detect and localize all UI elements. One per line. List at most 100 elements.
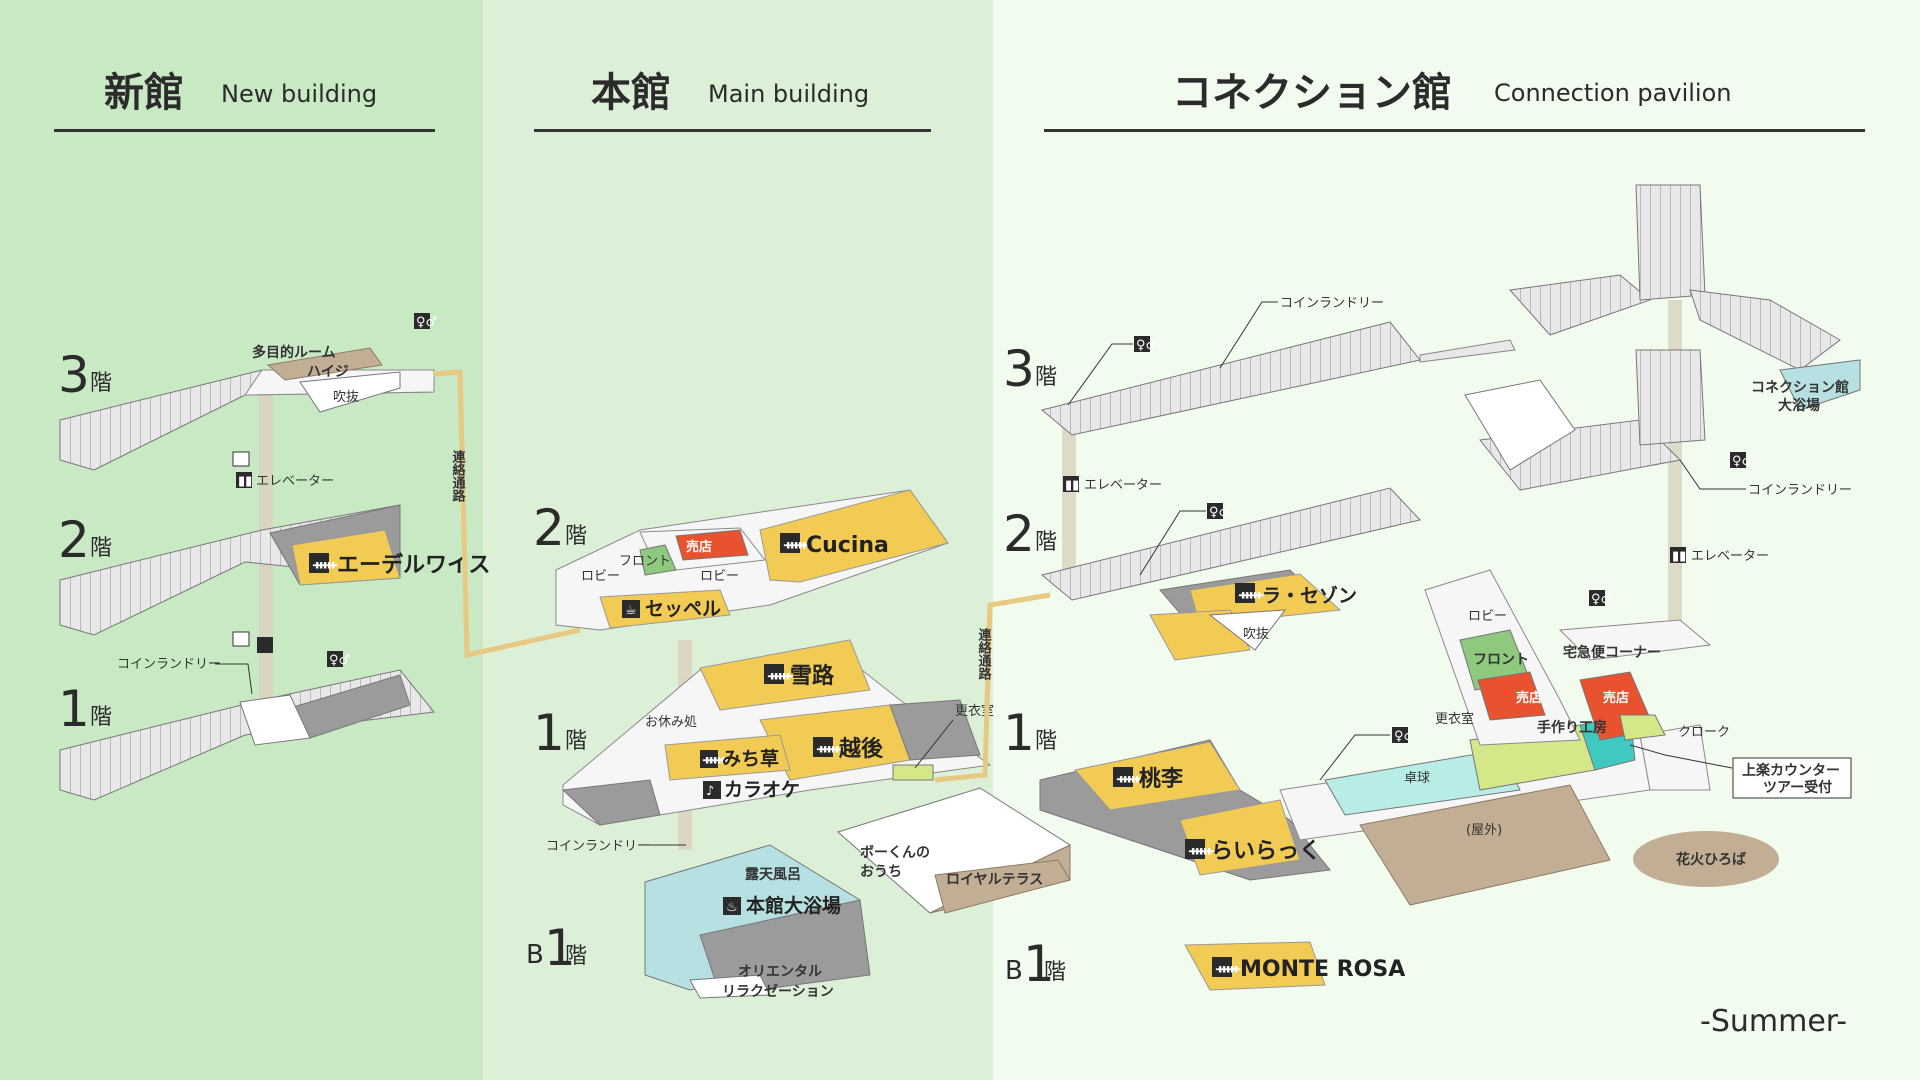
- svg-text:ᚔ: ᚔ: [702, 753, 728, 768]
- label-royal-terrace: ロイヤルテラス: [946, 872, 1043, 888]
- svg-text:ᚔ: ᚔ: [1188, 844, 1214, 859]
- karaoke-icon: ♪: [703, 781, 721, 799]
- conn-floor-3: コインランドリー コネクション館 大浴場 ♀♂: [1040, 184, 1861, 436]
- svg-text:階: 階: [1035, 365, 1057, 390]
- restaurant-michikusa-area: [664, 734, 791, 781]
- svg-text:階: 階: [1044, 960, 1066, 985]
- svg-text:♨: ♨: [726, 900, 738, 915]
- conn-floor-2: ᚔ ラ・セゾン 吹抜 ♀♂ コインランドリー ♀♂: [1040, 349, 1852, 661]
- label-lobby-main-1: ロビー: [581, 569, 620, 584]
- svg-text:階: 階: [1035, 530, 1057, 555]
- main-shop-area: [675, 529, 749, 561]
- label-fukinuke-conn: 吹抜: [1243, 626, 1269, 642]
- stairs-icon: [232, 451, 250, 467]
- label-front-conn: フロント: [1473, 652, 1529, 668]
- corridor-new-main: [432, 369, 581, 659]
- header-new-building: 新館 New building: [54, 70, 435, 132]
- main-floor-2: フロント 売店 ロビー ロビー ᚔ Cucina ☕ セッペル: [555, 489, 949, 631]
- main-floor-2-label: 2 階: [533, 499, 587, 557]
- label-takkyubin: 宅急便コーナー: [1563, 644, 1661, 661]
- elevator-icon: [257, 637, 273, 653]
- restaurant-monte-rosa: MONTE ROSA: [1240, 957, 1405, 982]
- svg-text:ᚔ: ᚔ: [1215, 962, 1241, 977]
- svg-text:♀♂: ♀♂: [1591, 592, 1612, 607]
- svg-text:エレベーター: エレベーター: [1691, 549, 1769, 564]
- label-coin-laundry-conn-2f: コインランドリー: [1748, 483, 1852, 498]
- elevator-icon: [1670, 547, 1686, 563]
- restroom-icon: ♀♂: [327, 651, 350, 668]
- elevator-icon: [236, 472, 252, 488]
- conn-floor-1: ᚔ 桃李 ᚔ らいらっく ロビー フロント 売店 売店 宅急便コーナー 手作り工…: [1039, 569, 1852, 906]
- label-oriental-1: オリエンタル: [738, 964, 822, 980]
- svg-text:2: 2: [533, 499, 565, 557]
- conn-floor-3-label: 3 階: [1003, 340, 1057, 398]
- svg-text:♪: ♪: [706, 784, 714, 799]
- label-coin-laundry-main: コインランドリー: [546, 839, 650, 854]
- restaurant-yukiji: 雪路: [790, 663, 835, 689]
- label-conn-bath-2: 大浴場: [1778, 397, 1820, 414]
- header-conn-jp: コネクション館: [1172, 70, 1452, 116]
- conn-floor-1-label: 1 階: [1003, 704, 1057, 762]
- cafe-icon: ☕: [622, 600, 640, 618]
- restaurant-icon: ᚔ: [309, 553, 338, 573]
- restaurant-yukiji-area: [699, 639, 871, 711]
- svg-text:エレベーター: エレベーター: [256, 474, 334, 489]
- stairs-icon: [232, 631, 250, 647]
- svg-text:ᚔ: ᚔ: [1116, 772, 1142, 787]
- label-outdoors: (屋外): [1466, 823, 1502, 838]
- restaurant-monte-rosa-area: [1184, 941, 1326, 991]
- svg-text:B: B: [526, 940, 544, 970]
- royal-terrace-area: [934, 859, 1071, 914]
- svg-text:▮▮: ▮▮: [238, 474, 252, 489]
- header-connection-pavilion: コネクション館 Connection pavilion: [1044, 70, 1865, 132]
- conn-left-elevator-label: ▮▮ エレベーター: [1063, 476, 1162, 493]
- svg-text:階: 階: [90, 536, 112, 561]
- new-floor-1-label: 1 階: [58, 680, 112, 738]
- main-locker-area: [892, 764, 934, 781]
- svg-text:1: 1: [544, 919, 576, 977]
- restroom-icon: ♀♂: [414, 313, 437, 330]
- new-floor-1: コインランドリー ♀♂: [59, 651, 435, 801]
- restaurant-touri-area: [1074, 741, 1241, 811]
- svg-text:2: 2: [1003, 505, 1035, 563]
- restaurant-icon: ᚔ: [1235, 583, 1264, 603]
- restroom-icon: ♀♂: [1730, 452, 1753, 469]
- new-floor-3-label: 3 階: [58, 346, 112, 404]
- svg-text:階: 階: [1035, 729, 1057, 754]
- restaurant-touri: 桃李: [1139, 767, 1184, 792]
- svg-text:▮▮: ▮▮: [1672, 549, 1686, 564]
- svg-text:1: 1: [1023, 935, 1055, 993]
- label-oriental-2: リラクゼーション: [722, 983, 834, 1000]
- new-elevator-label: ▮▮ エレベーター: [232, 451, 334, 653]
- header-new-en: New building: [221, 80, 377, 108]
- label-lobby-conn: ロビー: [1468, 609, 1507, 624]
- restaurant-michikusa: みち草: [722, 747, 779, 770]
- main-outdoor-area: ボーくんの おうち ロイヤルテラス: [837, 787, 1072, 914]
- svg-text:階: 階: [565, 944, 587, 969]
- restaurant-icon: ᚔ: [1113, 767, 1142, 787]
- svg-text:ᚔ: ᚔ: [767, 669, 793, 684]
- svg-text:♀♂: ♀♂: [329, 653, 350, 668]
- new-3f-fukinuke: [299, 371, 401, 413]
- conn-floor-b1: ᚔ MONTE ROSA: [1184, 941, 1405, 991]
- svg-text:♀♂: ♀♂: [1209, 505, 1230, 520]
- restroom-icon: ♀♂: [1134, 336, 1157, 353]
- conn-outdoor-area: [1359, 784, 1611, 906]
- restaurant-icon: ᚔ: [764, 664, 793, 684]
- label-fukinuke-new: 吹抜: [333, 389, 359, 405]
- main-floor-1: ᚔ 雪路 ᚔ 越後 ᚔ みち草 ♪ カラオケ お休み処 更衣室 コインランドリー: [546, 639, 994, 854]
- label-bo-kun-1: ボーくんの: [860, 845, 930, 861]
- restaurant-cucina-area: [759, 489, 949, 583]
- label-counter-2: ツアー受付: [1763, 779, 1832, 796]
- label-coin-laundry-conn-3f: コインランドリー: [1280, 296, 1384, 311]
- label-haiji: ハイジ: [307, 364, 349, 380]
- header-new-jp: 新館: [104, 70, 184, 116]
- counter-tour-box: [1732, 757, 1852, 799]
- conn-shop-area-1: [1477, 671, 1546, 721]
- label-corridor-1: 連絡通路: [450, 449, 466, 502]
- elevator-icon: [1063, 476, 1079, 492]
- svg-text:♀♂: ♀♂: [1394, 729, 1415, 744]
- label-coin-laundry-new: コインランドリー: [117, 657, 221, 672]
